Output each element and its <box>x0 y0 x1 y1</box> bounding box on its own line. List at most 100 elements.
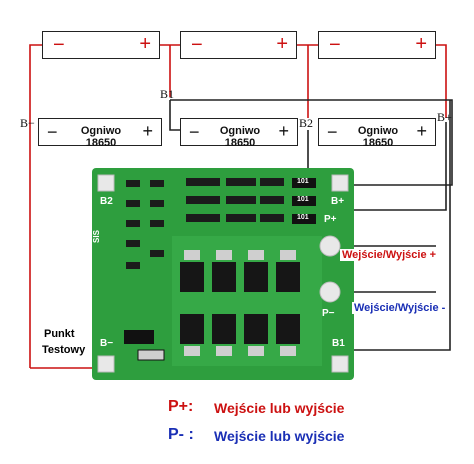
cell-label: Ogniwo 18650 <box>219 125 261 149</box>
mosfet-tab <box>248 346 264 356</box>
ic-chip <box>124 330 154 344</box>
mosfet <box>244 262 268 292</box>
cell-label: Ogniwo 18650 <box>80 125 122 149</box>
test-point-label-1: Punkt <box>44 328 75 340</box>
plus-sign: + <box>416 121 427 141</box>
mosfet <box>180 314 204 344</box>
pcb-label-b1: B1 <box>332 338 345 349</box>
smd-chip <box>292 214 316 224</box>
resistor <box>226 214 256 222</box>
node-b-plus: B+ <box>437 110 452 124</box>
dark-wire-b1-pad <box>350 100 451 351</box>
resistor <box>226 196 256 204</box>
resistor <box>186 178 220 186</box>
pcb-label-p-minus: P− <box>322 308 335 319</box>
cell-label: Ogniwo 18650 <box>357 125 399 149</box>
pcb-label-sis: SIS <box>91 230 101 243</box>
test-point-label-2: Testowy <box>42 344 86 356</box>
io-label-plus: Wejście/Wyjście + <box>340 249 439 261</box>
resistor <box>126 220 140 227</box>
plus-sign: + <box>415 33 427 55</box>
mosfet <box>180 262 204 292</box>
mosfet-tab <box>184 346 200 356</box>
resistor <box>126 200 140 207</box>
dark-wire-b1 <box>169 100 180 131</box>
minus-sign: − <box>191 34 203 56</box>
plus-sign: + <box>139 33 151 55</box>
mosfet-tab <box>248 250 264 260</box>
resistor <box>186 196 220 204</box>
mid-cell-2: − Ogniwo 18650 + <box>180 118 298 149</box>
red-wire-right <box>436 44 447 118</box>
chip-code-1: 101 <box>297 178 309 185</box>
resistor <box>126 262 140 269</box>
pcb-label-b2: B2 <box>100 196 113 207</box>
ic-chip-small <box>137 349 165 361</box>
plus-sign: + <box>142 121 153 141</box>
resistor <box>150 200 164 207</box>
pad-b-minus <box>97 355 115 373</box>
smd-chips <box>292 178 316 224</box>
top-cell-2: − + <box>180 31 297 59</box>
top-cell-3: − + <box>318 31 436 59</box>
mosfet-tab <box>216 250 232 260</box>
plus-sign: + <box>276 33 288 55</box>
legend-p-minus-text: Wejście lub wyjście <box>214 428 345 444</box>
mosfet-tab <box>216 346 232 356</box>
legend-p-plus: P+: <box>168 398 194 415</box>
minus-sign: − <box>327 122 338 142</box>
mosfet-tab <box>280 250 296 260</box>
smd-chip <box>292 178 316 188</box>
dark-wire-bplus <box>352 122 447 211</box>
mosfet-tab <box>184 250 200 260</box>
pad-p-plus <box>319 235 341 257</box>
mid-cell-1: − Ogniwo 18650 + <box>38 118 162 149</box>
node-b2: B2 <box>299 116 314 130</box>
resistor <box>260 196 284 204</box>
mosfet <box>212 314 236 344</box>
red-wire-left <box>29 44 42 128</box>
resistor <box>260 214 284 222</box>
mosfet-tab <box>280 346 296 356</box>
minus-sign: − <box>47 122 58 142</box>
pcb-label-b-minus: B− <box>100 338 114 349</box>
io-label-minus: Wejście/Wyjście - <box>352 302 448 314</box>
legend-p-minus: P- : <box>168 426 194 443</box>
pad-b1 <box>331 355 349 373</box>
node-b1: B1 <box>160 87 175 101</box>
mosfet-tabs <box>184 250 296 356</box>
resistor <box>226 178 256 186</box>
mosfet-array <box>180 262 300 344</box>
minus-sign: − <box>189 122 200 142</box>
mosfet <box>244 314 268 344</box>
chip-code-2: 101 <box>297 196 309 203</box>
pad-p-minus <box>319 281 341 303</box>
top-cell-1: − + <box>42 31 160 59</box>
minus-sign: − <box>53 34 65 56</box>
resistor <box>126 240 140 247</box>
node-b-minus: B− <box>20 116 35 130</box>
minus-sign: − <box>329 34 341 56</box>
resistor <box>150 180 164 187</box>
red-wires <box>29 44 447 369</box>
pad-b-plus <box>331 174 349 192</box>
mosfet <box>276 262 300 292</box>
pad-b2 <box>97 174 115 192</box>
resistor <box>150 250 164 257</box>
legend-p-plus-text: Wejście lub wyjście <box>214 400 345 416</box>
chip-code-3: 101 <box>297 214 309 221</box>
dark-wire-b1-top <box>170 99 453 186</box>
mosfet <box>212 262 236 292</box>
pcb-label-p-plus: P+ <box>324 214 337 225</box>
resistor-bank <box>126 178 284 269</box>
resistor <box>186 214 220 222</box>
dark-wires <box>104 99 453 351</box>
pcb-label-b-plus: B+ <box>331 196 345 207</box>
smd-chip <box>292 196 316 206</box>
resistor <box>260 178 284 186</box>
mid-cell-3: − Ogniwo 18650 + <box>318 118 436 149</box>
resistor <box>150 220 164 227</box>
